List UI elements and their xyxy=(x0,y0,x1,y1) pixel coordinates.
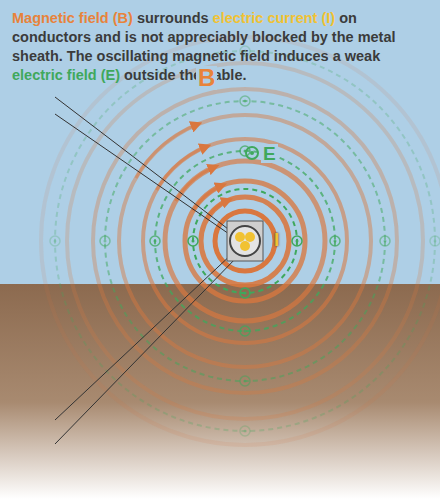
conductor xyxy=(235,232,245,242)
out-of-page-symbol xyxy=(240,96,250,106)
out-of-page-dot xyxy=(54,240,57,243)
field-term: electric field (E) xyxy=(12,67,120,83)
out-of-page-dot xyxy=(250,151,254,155)
field-direction-arrow xyxy=(207,200,229,219)
out-of-page-dot xyxy=(244,430,247,433)
magnetic-field-circle xyxy=(41,37,440,445)
out-of-page-symbol xyxy=(240,326,250,336)
out-of-page-symbol xyxy=(100,236,110,246)
explanation-note: Magnetic field (B) surrounds electric cu… xyxy=(12,9,430,85)
magnetic-field-circle xyxy=(67,63,423,419)
magnetic-field-symbol: B xyxy=(196,66,217,90)
out-of-page-symbol xyxy=(240,426,250,436)
out-of-page-dot xyxy=(192,240,195,243)
magnetic-field-circle xyxy=(165,161,325,321)
field-direction-symbols xyxy=(50,46,440,436)
electric-field-circle xyxy=(193,189,297,293)
magnetic-field-lines xyxy=(41,37,440,445)
out-of-page-dot xyxy=(296,240,299,243)
out-of-page-dot xyxy=(334,240,337,243)
out-of-page-dot xyxy=(244,380,247,383)
magnetic-field-circle xyxy=(93,89,397,393)
electric-field-symbol: E xyxy=(261,144,278,163)
field-direction-arrow xyxy=(193,185,222,211)
out-of-page-symbol xyxy=(292,236,302,246)
out-of-page-dot xyxy=(384,240,387,243)
conductor xyxy=(240,241,250,251)
magnetic-field-circle xyxy=(119,115,371,367)
out-of-page-dot xyxy=(154,240,157,243)
field-direction-arrow xyxy=(176,167,215,201)
conductor xyxy=(245,232,255,242)
cable-housing xyxy=(227,221,263,261)
magnetic-field-circle xyxy=(201,197,289,285)
out-of-page-symbol xyxy=(50,236,60,246)
out-of-page-dot xyxy=(104,240,107,243)
leader-lines xyxy=(55,97,238,444)
note-text: surrounds xyxy=(137,10,209,26)
electric-field-circle xyxy=(55,51,435,431)
note-text: outside the cable. xyxy=(124,67,246,83)
magnetic-field-circle xyxy=(143,139,347,343)
out-of-page-symbol xyxy=(330,236,340,246)
out-of-page-symbol xyxy=(430,236,440,246)
out-of-page-dot xyxy=(434,240,437,243)
out-of-page-symbol xyxy=(240,288,250,298)
out-of-page-symbol xyxy=(240,376,250,386)
out-of-page-symbol xyxy=(380,236,390,246)
out-of-page-dot xyxy=(244,292,247,295)
metal-sheath xyxy=(230,226,260,256)
out-of-page-dot xyxy=(244,100,247,103)
current-symbol: I xyxy=(272,230,281,249)
current-term: electric current (I) xyxy=(213,10,336,26)
electric-field-lines xyxy=(55,51,435,431)
out-of-page-symbol xyxy=(188,236,198,246)
out-of-page-symbol xyxy=(150,236,160,246)
field-term: Magnetic field (B) xyxy=(12,10,133,26)
electric-field-circle xyxy=(155,151,335,331)
magnetic-field-circle xyxy=(185,181,305,301)
out-of-page-symbol xyxy=(246,147,258,159)
electric-field-circle xyxy=(105,101,385,381)
out-of-page-dot xyxy=(244,330,247,333)
field-direction-arrow xyxy=(157,146,207,190)
